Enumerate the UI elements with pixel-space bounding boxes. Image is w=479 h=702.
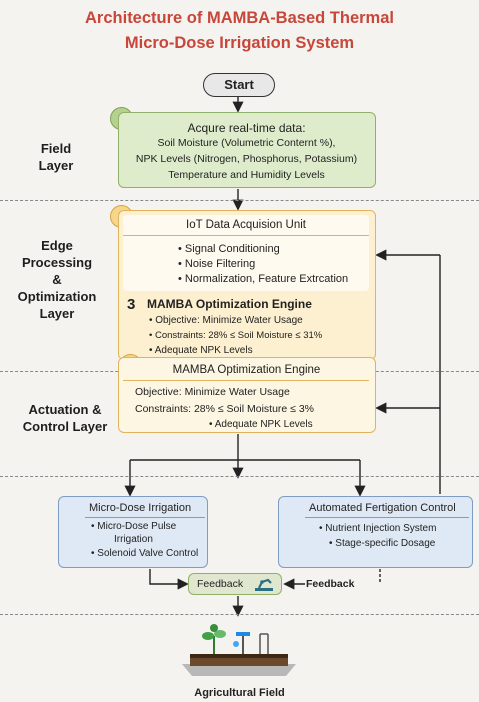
field-layer-label: Field Layer	[16, 140, 96, 174]
step5-title: Automated Fertigation Control	[309, 502, 456, 514]
layer-divider-4	[0, 614, 479, 615]
layer-label-line: Control Layer	[22, 419, 108, 434]
actuation-layer-label: Actuation & Control Layer	[10, 401, 120, 435]
edge-layer-label: Edge Processing & Optimization Layer	[12, 237, 102, 322]
step1-line: Temperature and Humidity Levels	[168, 169, 325, 181]
step4-item: • Micro-Dose Pulse	[91, 521, 177, 532]
layer-divider-1	[0, 200, 479, 201]
step1-data-acquisition-box: Acqure real-time data: Soil Moisture (Vo…	[118, 112, 376, 188]
iot-unit-divider	[123, 235, 369, 236]
sprinkler-icon	[233, 632, 250, 654]
robot-arm-icon	[255, 578, 273, 591]
layer-label-line: &	[52, 272, 62, 287]
diagram-title-line1: Architecture of MAMBA-Based Thermal	[85, 9, 394, 27]
iot-item-text: Normalization, Feature Extrcation	[184, 273, 349, 285]
step5-item: • Stage-specific Dosage	[329, 538, 436, 549]
layer-label-line: Processing	[21, 255, 93, 270]
layer-label-line: Optimization	[17, 289, 97, 304]
step5-item-text: Nutrient Injection System	[325, 523, 437, 534]
step4-divider	[85, 517, 205, 518]
step4-item: Irrigation	[114, 534, 153, 545]
step3-divider	[123, 380, 369, 381]
engine-item-text: Objective: Minimize Water Usage	[155, 315, 303, 326]
plant-icon	[202, 624, 226, 654]
iot-unit-heading: IoT Data Acquision Unit	[186, 219, 306, 231]
agricultural-field-illustration	[182, 624, 296, 676]
step5-item-text: Stage-specific Dosage	[335, 538, 436, 549]
step4-item-text: Micro-Dose Pulse	[97, 521, 177, 532]
engine-title: MAMBA Optimization Engine	[147, 297, 312, 311]
engine-item: • Constraints: 28% ≤ Soil Moisture ≤ 31%	[149, 330, 323, 341]
step1-heading: Acqure real-time data:	[187, 121, 306, 135]
engine-number: 3	[127, 296, 136, 313]
layer-label-line: Layer	[38, 158, 74, 173]
step4-item: • Solenoid Valve Control	[91, 548, 199, 559]
layer-label-line: Actuation &	[28, 402, 102, 417]
step4-micro-dose-box: Micro-Dose Irrigation • Micro-Dose Pulse…	[58, 496, 208, 568]
step5-item: • Nutrient Injection System	[319, 523, 437, 534]
step3-npk: • Adequate NPK Levels	[209, 419, 313, 430]
layer-label-line: Layer	[39, 306, 75, 321]
step2-edge-processing-box: IoT Data Acquision Unit • Signal Conditi…	[118, 210, 376, 360]
feedback-label: Feedback	[197, 578, 244, 590]
agricultural-field-label: Agricultural Field	[194, 687, 285, 699]
step5-divider	[305, 517, 469, 518]
step3-constraints: Constraints: 28% ≤ Soil Moisture ≤ 3%	[135, 403, 315, 415]
diagram-title-line2: Micro-Dose Irrigation System	[124, 34, 355, 52]
arrow-step4-to-feedback	[149, 569, 189, 590]
feedback-box: Feedback	[188, 573, 282, 595]
engine-item-text: Adequate NPK Levels	[154, 345, 253, 356]
step3-objective: Objective: Minimize Water Usage	[135, 386, 290, 398]
step1-line: Soil Moisture (Volumetric Conternt %),	[157, 137, 336, 149]
step3-title: MAMBA Optimization Engine	[172, 364, 321, 376]
start-node: Start	[203, 73, 275, 97]
iot-item: • Normalization, Feature Extrcation	[178, 273, 349, 285]
step3-mamba-engine-box: MAMBA Optimization Engine Objective: Min…	[118, 357, 376, 433]
step4-title: Micro-Dose Irrigation	[89, 502, 192, 514]
engine-item-text: Constraints: 28% ≤ Soil Moisture ≤ 31%	[154, 330, 323, 341]
iot-item-text: Signal Conditioning	[184, 243, 280, 255]
iot-unit-panel: IoT Data Acquision Unit • Signal Conditi…	[123, 215, 369, 291]
layer-label-line: Field	[40, 141, 72, 156]
step1-line: NPK Levels (Nitrogen, Phosphorus, Potass…	[135, 153, 358, 165]
iot-item: • Noise Filtering	[178, 258, 256, 270]
step5-fertigation-box: Automated Fertigation Control • Nutrient…	[278, 496, 473, 568]
iot-item-text: Noise Filtering	[184, 258, 256, 270]
step4-item-text: Solenoid Valve Control	[97, 548, 199, 559]
engine-item: • Adequate NPK Levels	[149, 345, 253, 356]
iot-item: • Signal Conditioning	[178, 243, 280, 255]
layer-divider-3	[0, 476, 479, 477]
engine-item: • Objective: Minimize Water Usage	[149, 315, 303, 326]
feedback-side-label: Feedback	[306, 578, 355, 590]
layer-label-line: Edge	[41, 238, 73, 253]
